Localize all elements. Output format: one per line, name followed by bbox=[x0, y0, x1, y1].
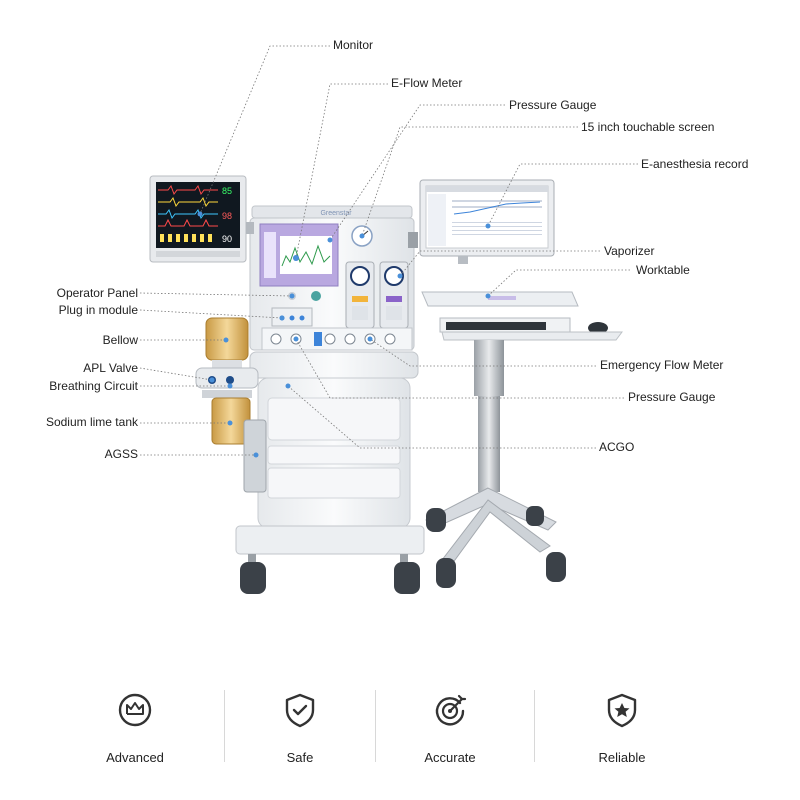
gauges-row bbox=[261, 327, 413, 351]
feature-advanced: Advanced bbox=[75, 690, 195, 765]
brand-text: Greenstar bbox=[320, 210, 352, 217]
label-sodium-lime-tank: Sodium lime tank bbox=[45, 415, 138, 429]
label-worktable: Worktable bbox=[636, 263, 690, 277]
label-bellow: Bellow bbox=[102, 333, 138, 347]
crown-icon bbox=[115, 690, 155, 730]
label-pressure-gauge-top: Pressure Gauge bbox=[509, 98, 597, 112]
label-e-flow-meter: E-Flow Meter bbox=[391, 76, 463, 90]
label-emergency-flow-meter: Emergency Flow Meter bbox=[600, 358, 724, 372]
target-icon bbox=[430, 690, 470, 730]
feature-label: Accurate bbox=[424, 750, 476, 765]
feature-divider bbox=[224, 690, 225, 762]
feature-safe: Safe bbox=[240, 690, 360, 765]
leader-lines bbox=[139, 45, 638, 456]
machine-head: Greenstar bbox=[246, 205, 418, 351]
monitor-readout-1: 85 bbox=[222, 186, 232, 196]
label-vaporizer: Vaporizer bbox=[604, 244, 655, 258]
label-monitor: Monitor bbox=[333, 38, 374, 52]
label-apl-valve: APL Valve bbox=[83, 361, 138, 375]
monitor-readout-3: 90 bbox=[222, 234, 232, 244]
label-plug-in-module: Plug in module bbox=[58, 303, 138, 317]
feature-divider bbox=[375, 690, 376, 762]
worktable-cart bbox=[419, 179, 623, 588]
monitor-readout-2: 98 bbox=[222, 211, 232, 221]
feature-reliable: Reliable bbox=[562, 690, 682, 765]
feature-label: Safe bbox=[286, 750, 314, 765]
feature-label: Advanced bbox=[106, 750, 164, 765]
label-agss: AGSS bbox=[104, 447, 138, 461]
label-touch-screen: 15 inch touchable screen bbox=[581, 120, 715, 134]
callout-dots bbox=[197, 211, 491, 458]
label-e-anesthesia-record: E-anesthesia record bbox=[641, 157, 749, 171]
label-operator-panel: Operator Panel bbox=[56, 286, 138, 300]
shield-star-icon bbox=[602, 690, 642, 730]
feature-accurate: Accurate bbox=[390, 690, 510, 765]
label-breathing-circuit: Breathing Circuit bbox=[49, 379, 138, 393]
feature-divider bbox=[534, 690, 535, 762]
label-pressure-gauge-bottom: Pressure Gauge bbox=[628, 390, 716, 404]
shield-check-icon bbox=[280, 690, 320, 730]
feature-label: Reliable bbox=[598, 750, 646, 765]
label-acgo: ACGO bbox=[599, 440, 635, 454]
machine-cabinet bbox=[235, 351, 425, 594]
patient-monitor: 85 98 90 bbox=[149, 175, 247, 263]
